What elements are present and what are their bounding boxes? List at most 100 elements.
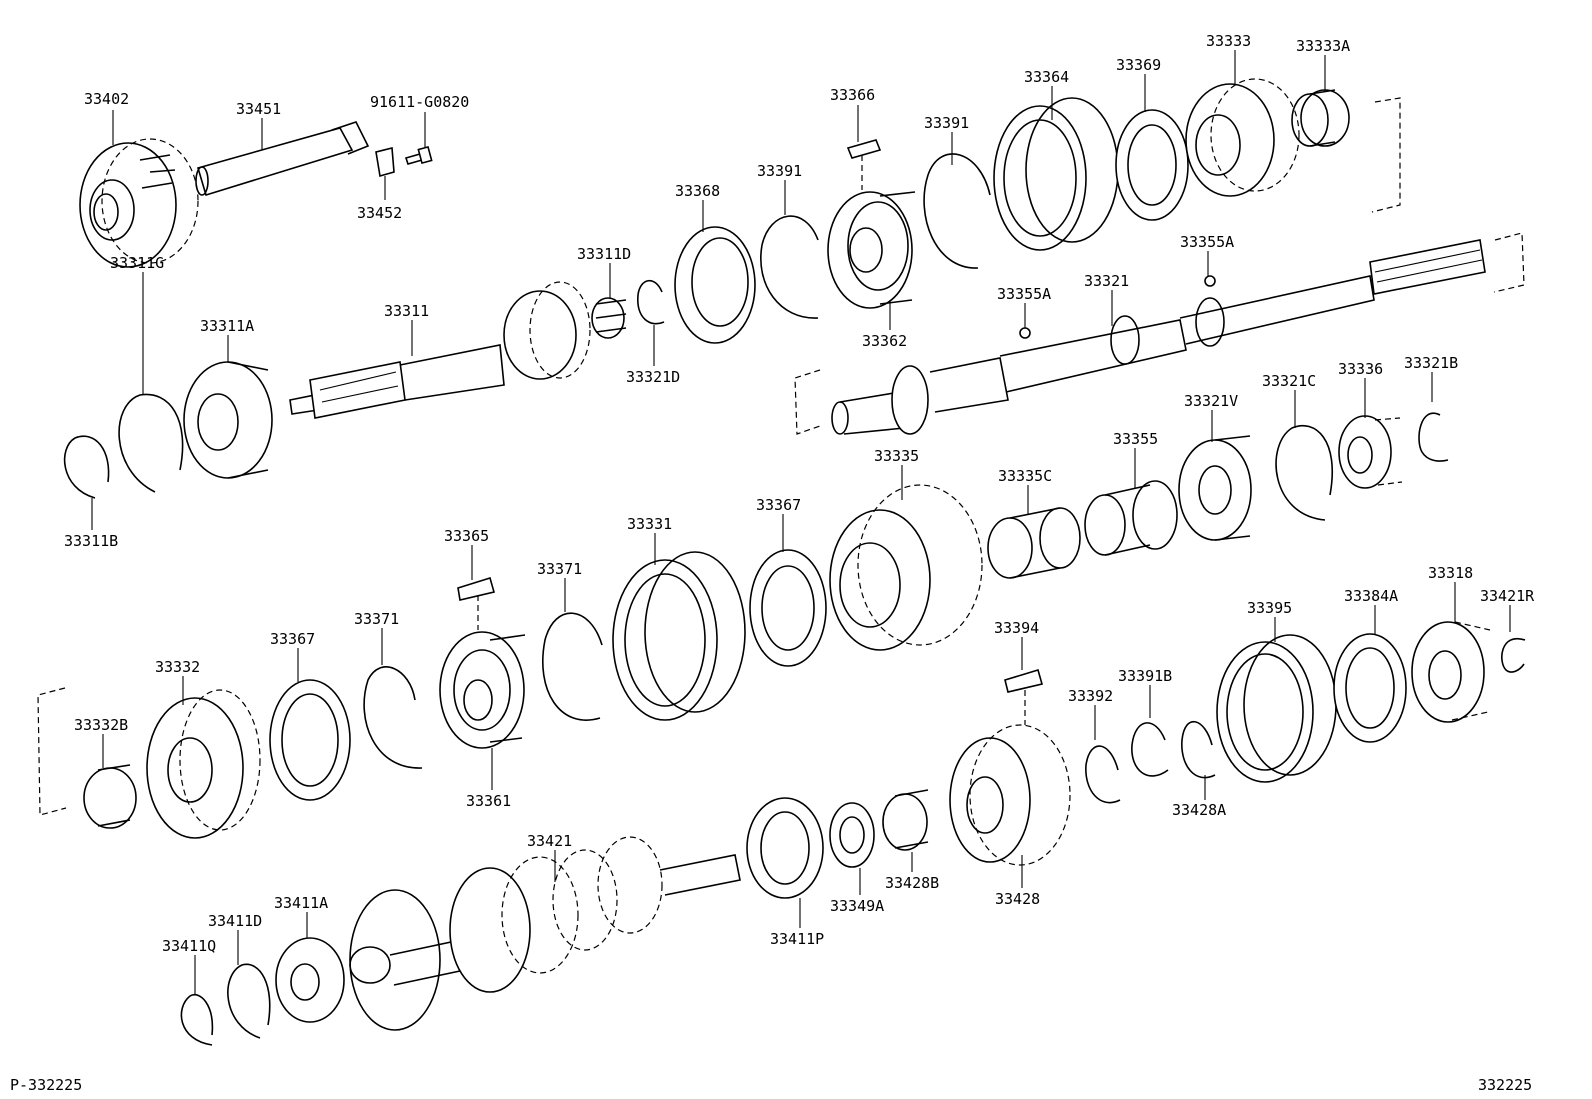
part-33428B-bearing — [882, 789, 929, 851]
label-33311A: 33311A — [200, 317, 254, 335]
part-33391-snap-ring-a — [923, 153, 991, 269]
part-33392-snap-ring — [1085, 745, 1121, 804]
label-33394: 33394 — [994, 619, 1039, 637]
label-33367-b: 33367 — [270, 630, 315, 648]
label-33368: 33368 — [675, 182, 720, 200]
label-33336: 33336 — [1338, 360, 1383, 378]
part-33371-snap-ring-a — [542, 612, 603, 721]
part-labels: 33402 33451 91611-G0820 33452 33366 3339… — [64, 32, 1535, 955]
part-33311-input-shaft — [289, 281, 591, 419]
label-33355A-a: 33355A — [997, 285, 1051, 303]
part-33333-gear — [1185, 78, 1300, 197]
part-33311G-snap-ring — [118, 393, 184, 493]
part-33355A-ball-b — [1204, 275, 1216, 287]
label-33311G: 33311G — [110, 254, 164, 272]
label-33311B: 33311B — [64, 532, 118, 550]
part-33321-output-shaft — [831, 239, 1486, 435]
part-33371-snap-ring-b — [363, 666, 423, 769]
label-33391B: 33391B — [1118, 667, 1172, 685]
part-33411D-snap-ring — [227, 963, 271, 1039]
part-33355-spacer — [1084, 480, 1178, 556]
label-33321V: 33321V — [1184, 392, 1238, 410]
part-33421R-snap-ring — [1501, 637, 1526, 673]
part-33394-key — [1004, 668, 1043, 693]
label-33362: 33362 — [862, 332, 907, 350]
label-33411A: 33411A — [274, 894, 328, 912]
label-33411P: 33411P — [770, 930, 824, 948]
label-33371-b: 33371 — [354, 610, 399, 628]
part-33411Q-snap-ring — [180, 993, 214, 1046]
part-33335C-bearing — [987, 507, 1081, 579]
label-33428B: 33428B — [885, 874, 939, 892]
part-33451-shaft — [195, 121, 370, 197]
label-33355: 33355 — [1113, 430, 1158, 448]
label-33321D: 33321D — [626, 368, 680, 386]
label-33333: 33333 — [1206, 32, 1251, 50]
label-33335C: 33335C — [998, 467, 1052, 485]
part-33369-ring — [1115, 109, 1189, 221]
label-33451: 33451 — [236, 100, 281, 118]
label-33321B: 33321B — [1404, 354, 1458, 372]
label-91611-G0820: 91611-G0820 — [370, 93, 469, 111]
label-33391-b: 33391 — [757, 162, 802, 180]
part-33411P-roller-bearing — [746, 797, 824, 899]
label-33333A: 33333A — [1296, 37, 1350, 55]
label-33332: 33332 — [155, 658, 200, 676]
part-33365-key — [457, 576, 495, 601]
part-33367-synchro-ring-a — [749, 549, 827, 667]
part-33331-sleeve — [612, 551, 746, 721]
part-33355A-ball-a — [1019, 327, 1031, 339]
diagram-code-right: 332225 — [1478, 1076, 1532, 1094]
part-33421-counter-gear — [349, 836, 741, 1031]
label-33332B: 33332B — [74, 716, 128, 734]
part-33428A-ring — [1181, 720, 1216, 779]
part-33311A-bearing — [183, 361, 273, 479]
label-33321C: 33321C — [1262, 372, 1316, 390]
label-33411D: 33411D — [208, 912, 262, 930]
label-33349A: 33349A — [830, 897, 884, 915]
label-33361: 33361 — [466, 792, 511, 810]
part-33361-hub — [439, 631, 526, 749]
part-33335-gear — [829, 484, 983, 651]
label-33395: 33395 — [1247, 599, 1292, 617]
label-33318: 33318 — [1428, 564, 1473, 582]
label-33335: 33335 — [874, 447, 919, 465]
label-33366: 33366 — [830, 86, 875, 104]
part-33452-plate — [375, 146, 395, 178]
label-33355A-b: 33355A — [1180, 233, 1234, 251]
part-33364-sleeve — [993, 97, 1119, 251]
part-33336-race — [1338, 415, 1403, 489]
part-33411A-bearing — [275, 937, 345, 1023]
label-33421: 33421 — [527, 832, 572, 850]
part-33349A-washer — [829, 802, 875, 868]
part-33332-gear — [146, 689, 261, 839]
label-33384A: 33384A — [1344, 587, 1398, 605]
part-33367-synchro-ring-b — [269, 679, 351, 801]
part-33311D-rollers — [591, 297, 627, 339]
part-33391-snap-ring-b — [760, 215, 819, 319]
part-33321B-snap-ring — [1418, 412, 1449, 462]
label-33367-a: 33367 — [756, 496, 801, 514]
label-33428A: 33428A — [1172, 801, 1226, 819]
label-33402: 33402 — [84, 90, 129, 108]
leader-lines — [91, 50, 1511, 995]
part-33395-sleeve — [1216, 634, 1337, 783]
part-33391B-snap-ring — [1131, 722, 1169, 777]
part-91611-screw — [404, 145, 433, 165]
label-33371-a: 33371 — [537, 560, 582, 578]
label-33311D: 33311D — [577, 245, 631, 263]
label-33428: 33428 — [995, 890, 1040, 908]
label-33411Q: 33411Q — [162, 937, 216, 955]
label-33369: 33369 — [1116, 56, 1161, 74]
label-33311: 33311 — [384, 302, 429, 320]
part-33321D-ring — [637, 279, 665, 325]
label-33365: 33365 — [444, 527, 489, 545]
part-33311B-snap-ring — [63, 435, 110, 499]
label-33421R: 33421R — [1480, 587, 1535, 605]
label-33331: 33331 — [627, 515, 672, 533]
part-33333A-bearing — [1291, 89, 1350, 147]
part-33321V-bearing — [1178, 435, 1252, 541]
label-33392: 33392 — [1068, 687, 1113, 705]
